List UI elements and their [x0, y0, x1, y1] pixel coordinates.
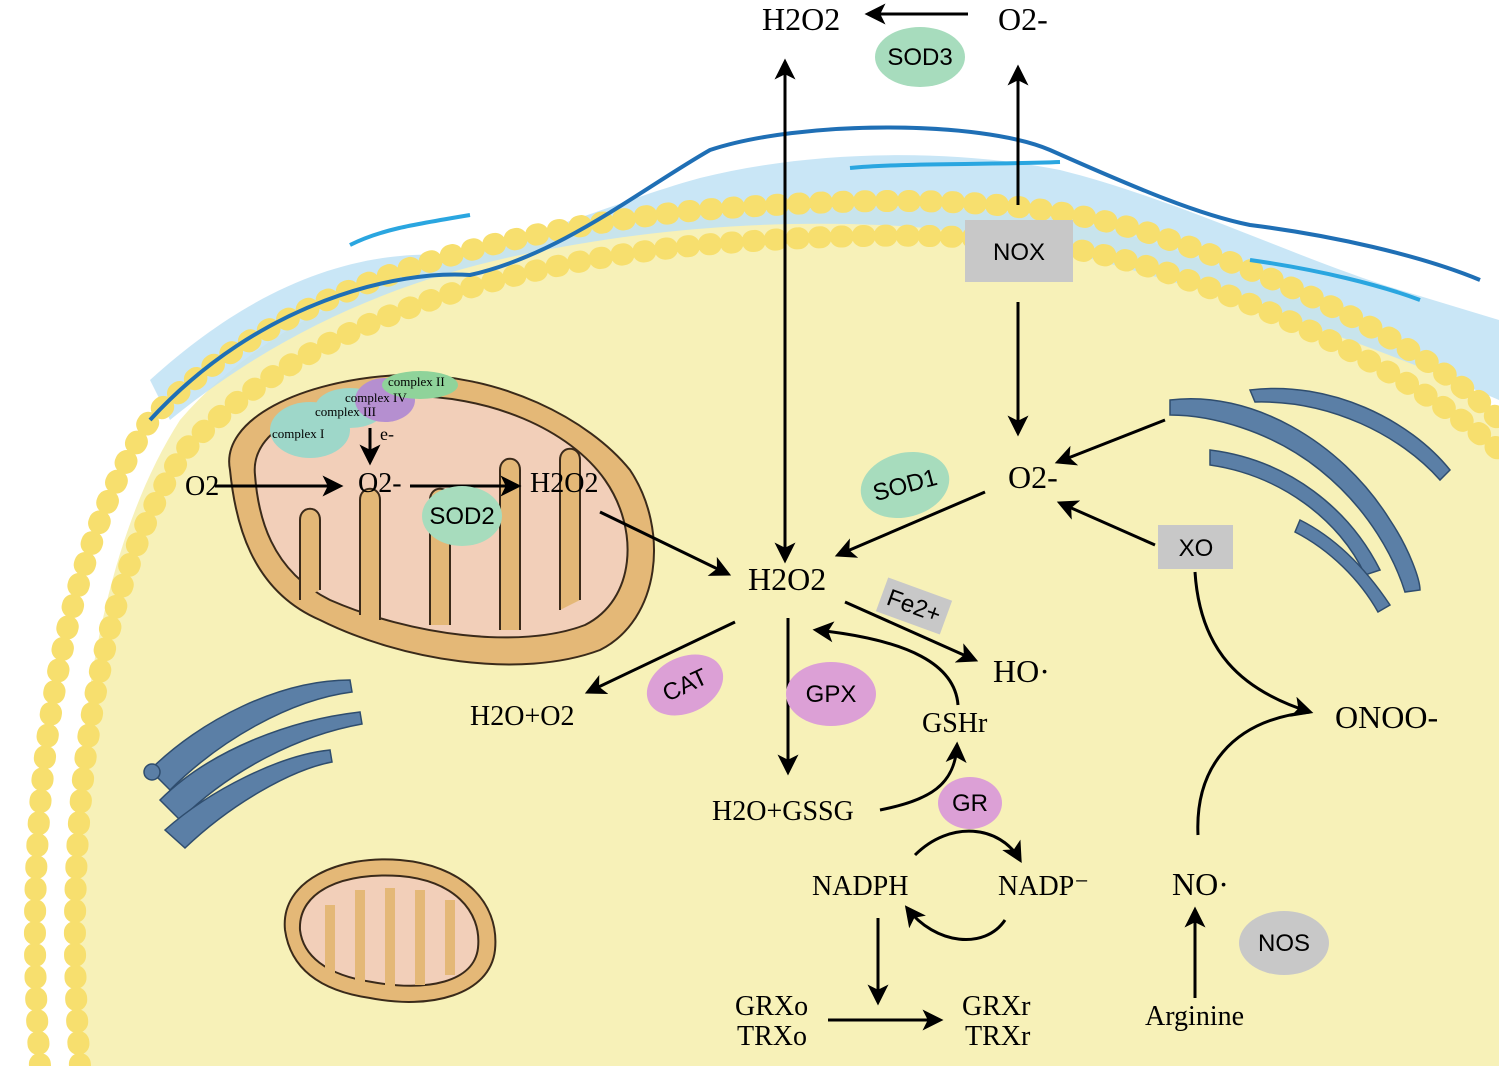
- grxr-label: GRXr: [962, 991, 1031, 1022]
- membrane-line-3: [849, 160, 1061, 170]
- grxo-label: GRXo: [735, 991, 808, 1022]
- enzyme-gr: GR: [938, 777, 1002, 829]
- trxo-label: TRXo: [737, 1021, 807, 1052]
- svg-text:SOD3: SOD3: [887, 44, 952, 71]
- nadp-label: NADP⁻: [998, 871, 1089, 902]
- svg-text:GPX: GPX: [806, 681, 857, 708]
- enzyme-sod1: SOD1: [860, 451, 950, 519]
- h2o2-top-label: H2O2: [762, 1, 840, 37]
- golgi-left: [143, 679, 363, 850]
- enzyme-nos: NOS: [1239, 911, 1329, 975]
- trxr-label: TRXr: [965, 1021, 1031, 1052]
- enzyme-nox: NOX: [965, 220, 1073, 282]
- mito-o2-label: O2: [185, 471, 219, 502]
- complex-iv-label: complex IV: [345, 390, 407, 405]
- membrane-line-4: [1249, 258, 1421, 302]
- enzyme-xo: XO: [1158, 525, 1233, 569]
- arginine-label: Arginine: [1145, 1001, 1244, 1032]
- svg-text:NOS: NOS: [1258, 930, 1310, 957]
- svg-text:XO: XO: [1179, 535, 1214, 562]
- membrane-outer-beads: [23, 189, 1499, 1066]
- mito-h2o2-label: H2O2: [530, 468, 598, 499]
- mitochondrion-small: [283, 858, 497, 1003]
- complex-ii-blob: [382, 371, 458, 399]
- mito-o2minus-label: O2-: [358, 468, 402, 499]
- electron-label: e-: [380, 424, 394, 444]
- h2o2-center-label: H2O2: [748, 561, 826, 597]
- complex-ii-label: complex II: [388, 374, 445, 389]
- extracellular-matrix: [150, 155, 1499, 420]
- svg-text:SOD2: SOD2: [429, 503, 494, 530]
- membrane-line-2: [349, 213, 471, 247]
- complex-iii-label: complex III: [315, 404, 376, 419]
- enzyme-cat: CAT: [646, 654, 724, 716]
- o2minus-top-label: O2-: [998, 1, 1048, 37]
- complex-i-label: complex I: [272, 426, 324, 441]
- enzyme-sod3: SOD3: [875, 27, 965, 87]
- membrane-inner-beads: [63, 224, 1499, 1066]
- h2o-o2-label: H2O+O2: [470, 701, 574, 732]
- membrane-line: [148, 125, 1481, 422]
- gshr-label: GSHr: [922, 708, 988, 739]
- enzyme-gpx: GPX: [786, 662, 876, 726]
- svg-text:GR: GR: [952, 790, 988, 817]
- onoo-label: ONOO-: [1335, 699, 1438, 735]
- ho-radical-label: HO·: [993, 653, 1050, 689]
- h2o-gssg-label: H2O+GSSG: [712, 796, 854, 827]
- o2minus-mid-label: O2-: [1008, 459, 1058, 495]
- golgi-right: [1169, 387, 1452, 614]
- nadph-label: NADPH: [812, 871, 908, 902]
- no-radical-label: NO·: [1172, 866, 1229, 902]
- svg-text:NOX: NOX: [993, 239, 1045, 266]
- enzyme-sod2: SOD2: [422, 486, 502, 546]
